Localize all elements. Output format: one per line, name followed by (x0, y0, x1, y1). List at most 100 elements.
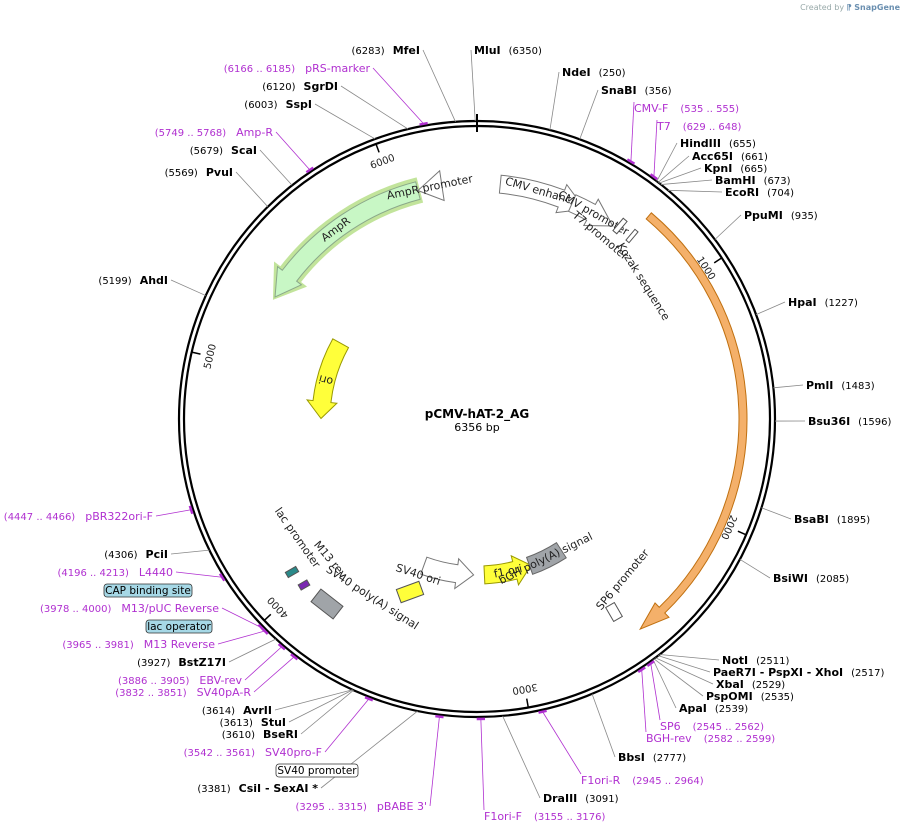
kozak-box[interactable] (625, 228, 639, 244)
primer-m13-puc-reverse[interactable]: M13/pUC Reverse(3978 .. 4000) (40, 602, 266, 632)
site-ppumi[interactable]: PpuMI(935) (714, 209, 818, 240)
sp6-promoter-box[interactable] (604, 601, 624, 623)
boxed-feature-sv40-promoter[interactable]: SV40 promoter (275, 763, 359, 778)
site-draiii[interactable]: DraIII(3091) (502, 715, 619, 805)
site-acc65i[interactable]: Acc65I(661) (657, 150, 768, 183)
label-leader (652, 659, 677, 709)
site-pmli[interactable]: PmlI(1483) (773, 379, 875, 392)
primer-cmv-f[interactable]: CMV-F(535 .. 555) (626, 101, 739, 165)
site-bseri[interactable]: BseRI(3610) (222, 689, 354, 741)
label-leader (502, 715, 541, 799)
site-ahdi[interactable]: AhdI(5199) (98, 274, 206, 296)
sp6-promoter-label: SP6 promoter (593, 546, 652, 612)
site-paer7i-pspxi-xhoi[interactable]: PaeR7I - PspXI - XhoI(2517) (658, 655, 885, 679)
label-position: (2511) (756, 656, 789, 667)
primer-f1ori-r[interactable]: F1ori-R(2945 .. 2964) (538, 709, 704, 787)
feature-arc-ampr-promoter[interactable] (416, 169, 445, 202)
label-position: (2539) (715, 704, 748, 715)
primer-amp-r[interactable]: Amp-R(5749 .. 5768) (155, 126, 314, 174)
label-position: (6283) (351, 46, 384, 57)
site-avrii[interactable]: AvrII(3614) (202, 689, 353, 717)
site-sgrdi[interactable]: SgrDI(6120) (262, 80, 409, 130)
label-leader (480, 718, 485, 811)
site-snabi[interactable]: SnaBI(356) (579, 84, 672, 140)
label-leader (235, 171, 269, 207)
site-ecori[interactable]: EcoRI(704) (668, 186, 794, 199)
t7-promoter-box[interactable] (612, 217, 628, 235)
label-leader (591, 693, 616, 758)
plasmid-name: pCMV-hAT-2_AG (425, 407, 530, 422)
sv40-ori-box[interactable] (395, 580, 425, 604)
tick-mark (713, 257, 723, 264)
sv40-polya-box[interactable] (310, 588, 344, 620)
primer-m13-reverse[interactable]: M13 Reverse(3965 .. 3981) (62, 627, 269, 651)
site-bamhi[interactable]: BamHI(673) (660, 174, 791, 187)
feature-arc-cmv-promoter[interactable] (567, 194, 614, 227)
boxed-feature-cap-binding-site[interactable]: CAP binding site (103, 583, 193, 598)
site-mfei[interactable]: MfeI(6283) (351, 44, 456, 122)
feature-arc-f1-ori[interactable] (483, 554, 532, 587)
feature-arc-insert[interactable] (639, 212, 748, 631)
primer-sp6[interactable]: SP6(2545 .. 2562) (646, 660, 764, 733)
primer-sv40pro-f[interactable]: SV40pro-F(3542 .. 3561) (184, 696, 374, 759)
site-hpai[interactable]: HpaI(1227) (755, 296, 858, 315)
site-sspi[interactable]: SspI(6003) (244, 98, 376, 140)
primer-pbabe-3-[interactable]: pBABE 3'(3295 .. 3315) (296, 714, 444, 813)
site-noti[interactable]: NotI(2511) (659, 654, 790, 667)
site-ndei[interactable]: NdeI(250) (549, 66, 626, 131)
boxed-feature-lac-operator[interactable]: lac operator (145, 619, 213, 634)
label-position: (6166 .. 6185) (224, 64, 296, 75)
label-position: (2945 .. 2964) (632, 776, 704, 787)
label-name: MluI (474, 44, 501, 57)
primer-mark (260, 627, 269, 635)
label-name: SspI (286, 98, 312, 111)
label-leader (650, 663, 661, 721)
snapgene-credit: Created by ⁋ SnapGene (800, 3, 900, 12)
site-bsabi[interactable]: BsaBI(1895) (761, 507, 870, 526)
label-position: (4447 .. 4466) (4, 512, 76, 523)
label-name: SnaBI (601, 84, 637, 97)
feature-arc-ampr[interactable] (274, 181, 421, 298)
primer-sv40pa-r[interactable]: SV40pA-R(3832 .. 3851) (115, 653, 299, 699)
primer-mark (218, 573, 226, 582)
primer-f1ori-f[interactable]: F1ori-F(3155 .. 3176) (476, 717, 606, 823)
primer-ebv-rev[interactable]: EBV-rev(3886 .. 3905) (118, 643, 286, 687)
label-position: (535 .. 555) (680, 104, 739, 115)
feature-arc-bgh-poly-a-signal[interactable] (525, 541, 567, 575)
feature-arc-ori[interactable] (305, 338, 350, 420)
site-mlui[interactable]: MluI(6350) (470, 44, 542, 122)
site-stui[interactable]: StuI(3613) (220, 689, 353, 729)
label-position: (6120) (262, 82, 295, 93)
label-position: (1483) (841, 381, 874, 392)
label-name: HindIII (680, 137, 721, 150)
site-bstz17i[interactable]: BstZ17I(3927) (137, 638, 277, 669)
site-xbai[interactable]: XbaI(2529) (655, 657, 785, 691)
site-bsiwi[interactable]: BsiWI(2085) (739, 558, 849, 585)
site-pvui[interactable]: PvuI(5569) (165, 166, 269, 207)
site-pcii[interactable]: PciI(4306) (104, 548, 210, 561)
label-name: NdeI (562, 66, 591, 79)
label-leader (653, 658, 704, 697)
primer-pbr322ori-f[interactable]: pBR322ori-F(4447 .. 4466) (4, 505, 194, 523)
site-bbsi[interactable]: BbsI(2777) (591, 693, 686, 764)
site-pspomi[interactable]: PspOMI(2535) (653, 658, 794, 703)
m13-rev-mark[interactable] (297, 579, 311, 591)
primer-bgh-rev[interactable]: BGH-rev(2582 .. 2599) (637, 666, 775, 745)
site-hindiii[interactable]: HindIII(655) (656, 137, 756, 182)
label-position: (4306) (104, 550, 137, 561)
lac-operator-mark[interactable] (284, 565, 300, 579)
site-scai[interactable]: ScaI(5679) (190, 144, 293, 186)
label-leader (324, 698, 370, 753)
primer-t7[interactable]: T7(629 .. 648) (649, 119, 742, 181)
label-leader (429, 716, 440, 807)
site-apai[interactable]: ApaI(2539) (652, 659, 748, 715)
primer-prs-marker[interactable]: pRS-marker(6166 .. 6185) (224, 62, 428, 126)
label-position: (3886 .. 3905) (118, 676, 190, 687)
label-position: (629 .. 648) (683, 122, 742, 133)
primer-l4440[interactable]: L4440(4196 .. 4213) (57, 566, 226, 582)
site-bsu36i[interactable]: Bsu36I(1596) (774, 415, 892, 428)
label-leader (655, 657, 714, 685)
feature-arc-sv40-promoter[interactable] (420, 556, 475, 590)
label-leader (542, 711, 582, 775)
site-kpni[interactable]: KpnI(665) (658, 162, 767, 184)
